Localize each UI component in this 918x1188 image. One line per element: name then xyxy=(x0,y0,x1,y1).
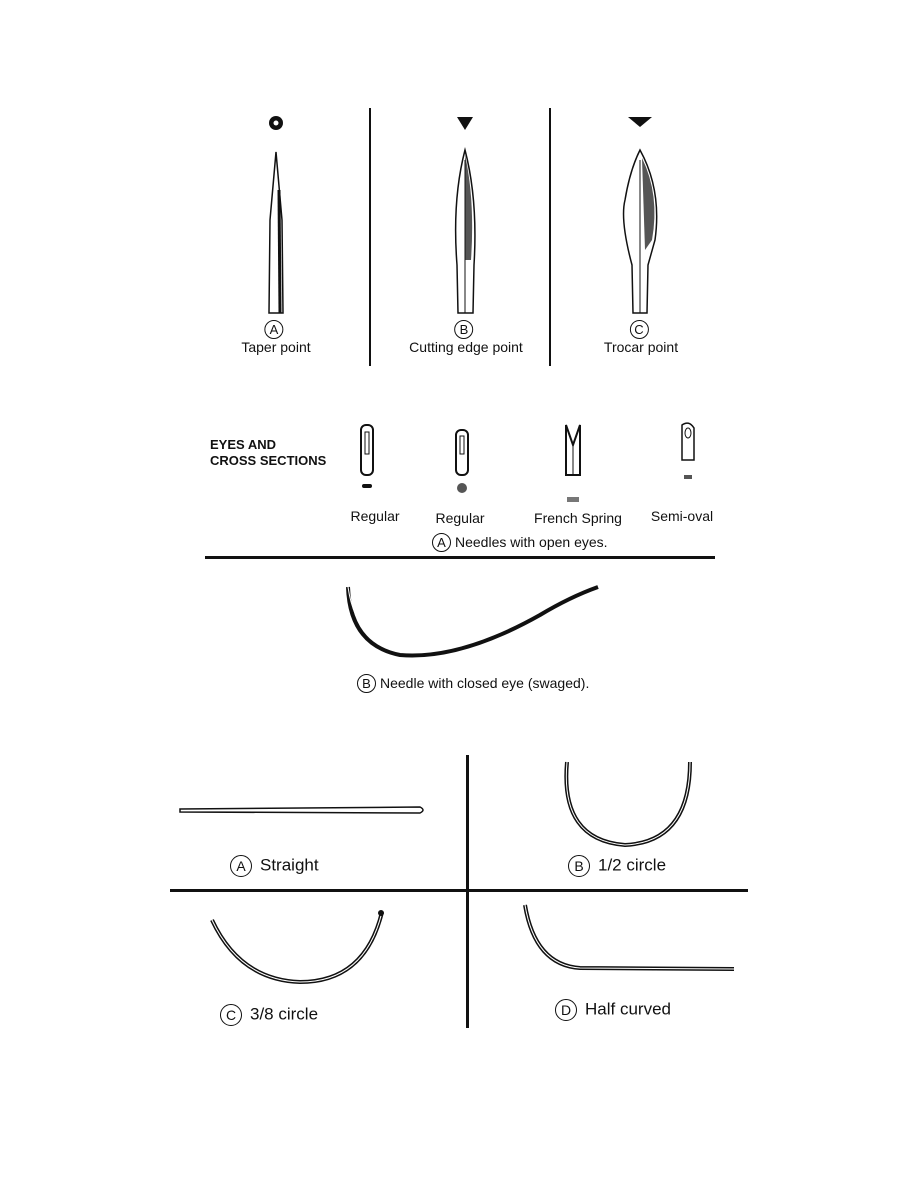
label-text: 1/2 circle xyxy=(598,855,667,875)
heading-line: CROSS SECTIONS xyxy=(210,453,327,468)
label-text: Straight xyxy=(260,855,319,875)
regular-eye-icon xyxy=(360,424,374,488)
swaged-needle-illustration xyxy=(346,585,599,658)
trocar-cross-section-icon xyxy=(628,117,652,127)
eye-type-label: Semi-oval xyxy=(650,508,714,524)
caption-text: Needles with open eyes. xyxy=(455,534,608,550)
letter-marker: D xyxy=(555,999,577,1021)
eyes-heading: EYES AND CROSS SECTIONS xyxy=(210,437,326,469)
needle-eyes-illustration xyxy=(360,422,695,502)
label-text: Half curved xyxy=(585,999,671,1019)
letter-marker: C xyxy=(629,320,649,339)
caption-text: Needle with closed eye (swaged). xyxy=(380,675,590,691)
cutting-edge-needle xyxy=(454,147,476,314)
shape-label-half-circle: B 1/2 circle xyxy=(568,855,666,877)
section-divider xyxy=(205,556,715,559)
round-cross-section-icon xyxy=(269,116,283,130)
letter-marker: A xyxy=(230,855,252,877)
regular-eye-icon xyxy=(455,429,469,493)
letter-marker: B xyxy=(454,320,474,339)
letter-marker: A xyxy=(432,533,451,552)
letter-marker: C xyxy=(220,1004,242,1026)
letter-marker: B xyxy=(357,674,376,693)
shape-label-half-curved: D Half curved xyxy=(555,999,671,1021)
eye-type-label: French Spring xyxy=(534,510,622,526)
triangle-cross-section-icon xyxy=(457,117,473,130)
trocar-needle xyxy=(622,148,658,314)
letter-marker: B xyxy=(568,855,590,877)
half-circle-needle xyxy=(564,761,692,848)
eye-type-label: Regular xyxy=(435,510,485,526)
shape-label-three-eighths: C 3/8 circle xyxy=(220,1004,318,1026)
divider xyxy=(549,108,551,366)
three-eighths-circle-needle xyxy=(210,910,384,985)
label-text: Trocar point xyxy=(603,339,679,355)
eye-type-label: Regular xyxy=(350,508,400,524)
french-spring-eye-icon xyxy=(565,424,581,502)
needle-shapes-illustration xyxy=(179,761,735,985)
grid-divider-horizontal xyxy=(170,889,748,892)
letter-marker: A xyxy=(264,320,284,339)
semi-oval-eye-icon xyxy=(681,422,695,479)
needle-points-illustration xyxy=(268,116,658,314)
divider xyxy=(369,108,371,366)
straight-needle xyxy=(179,806,424,814)
shape-label-straight: A Straight xyxy=(230,855,319,877)
heading-line: EYES AND xyxy=(210,437,276,452)
taper-point-needle xyxy=(268,151,284,314)
label-text: Cutting edge point xyxy=(409,339,523,355)
label-text: 3/8 circle xyxy=(250,1004,319,1024)
label-text: Taper point xyxy=(241,339,311,355)
half-curved-needle xyxy=(523,904,735,971)
